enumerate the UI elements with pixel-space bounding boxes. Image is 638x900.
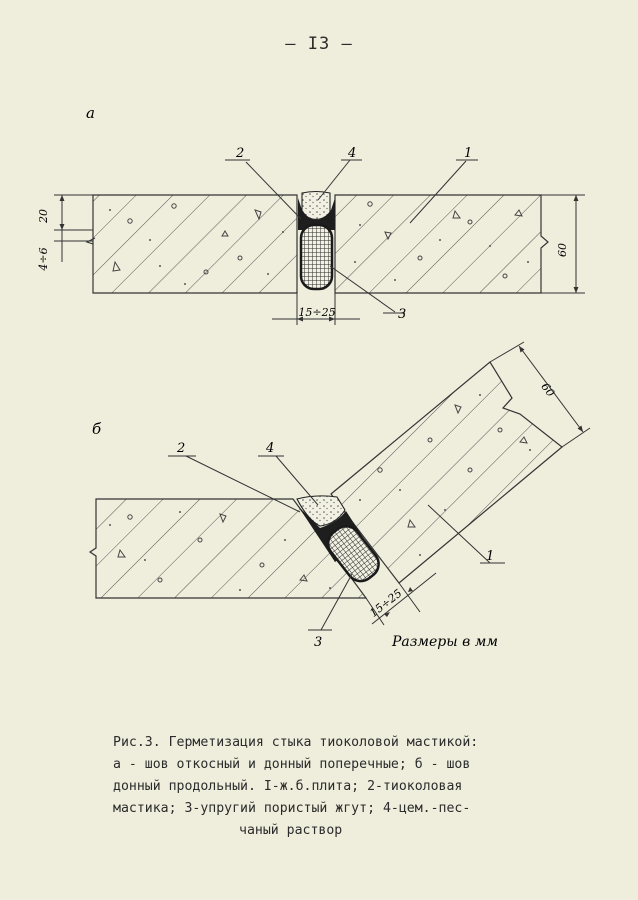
- figure-a-callout-3: 3: [398, 307, 406, 322]
- figure-b-slab-inclined: [330, 361, 563, 584]
- figure-a-slab-left: [92, 194, 298, 294]
- figure-a-cord: [299, 223, 334, 291]
- figure-a-callout-1: 1: [464, 146, 472, 161]
- caption-line-3: донный продольный. I-ж.б.плита; 2-тиокол…: [113, 779, 463, 794]
- figure-b-callout-2: 2: [176, 441, 185, 456]
- figure-a-dim-top-layer: 20: [37, 209, 50, 224]
- figure-b-panel-label: б: [92, 420, 102, 438]
- caption-line-2: а - шов откосный и донный поперечные; б …: [113, 757, 471, 772]
- figure-a-slab-right: [334, 194, 549, 294]
- figure-b-units-note: Размеры в мм: [391, 634, 498, 650]
- caption-line-4: мастика; 3-упругий пористый жгут; 4-цем.…: [113, 801, 471, 816]
- figure-a-dim-offset: 4÷6: [37, 247, 50, 271]
- figure-b-callout-3: 3: [314, 635, 322, 650]
- figure-a-mastic: [298, 198, 335, 230]
- figure-b-dim-slab-height: 60: [538, 380, 557, 399]
- figure-b-cord: [326, 525, 380, 583]
- figure-a-callout-4: 4: [347, 146, 356, 161]
- figure-a-callout-2: 2: [235, 146, 244, 161]
- figure-b-callout-4: 4: [265, 441, 274, 456]
- figure-a: а: [37, 104, 585, 325]
- figure-caption: Рис.3. Герметизация стыка тиоколовой мас…: [113, 732, 533, 842]
- figure-a-panel-label: а: [86, 104, 95, 122]
- caption-line-1: Рис.3. Герметизация стыка тиоколовой мас…: [113, 735, 479, 750]
- page-number: — I3 —: [285, 34, 353, 54]
- figure-b: б: [88, 341, 591, 650]
- caption-line-5: чаный раствор: [239, 823, 343, 838]
- figure-a-dim-slab-height: 60: [556, 243, 569, 257]
- figure-b-callout-1: 1: [486, 549, 494, 564]
- figure-a-dim-joint-width: 15÷25: [298, 306, 335, 319]
